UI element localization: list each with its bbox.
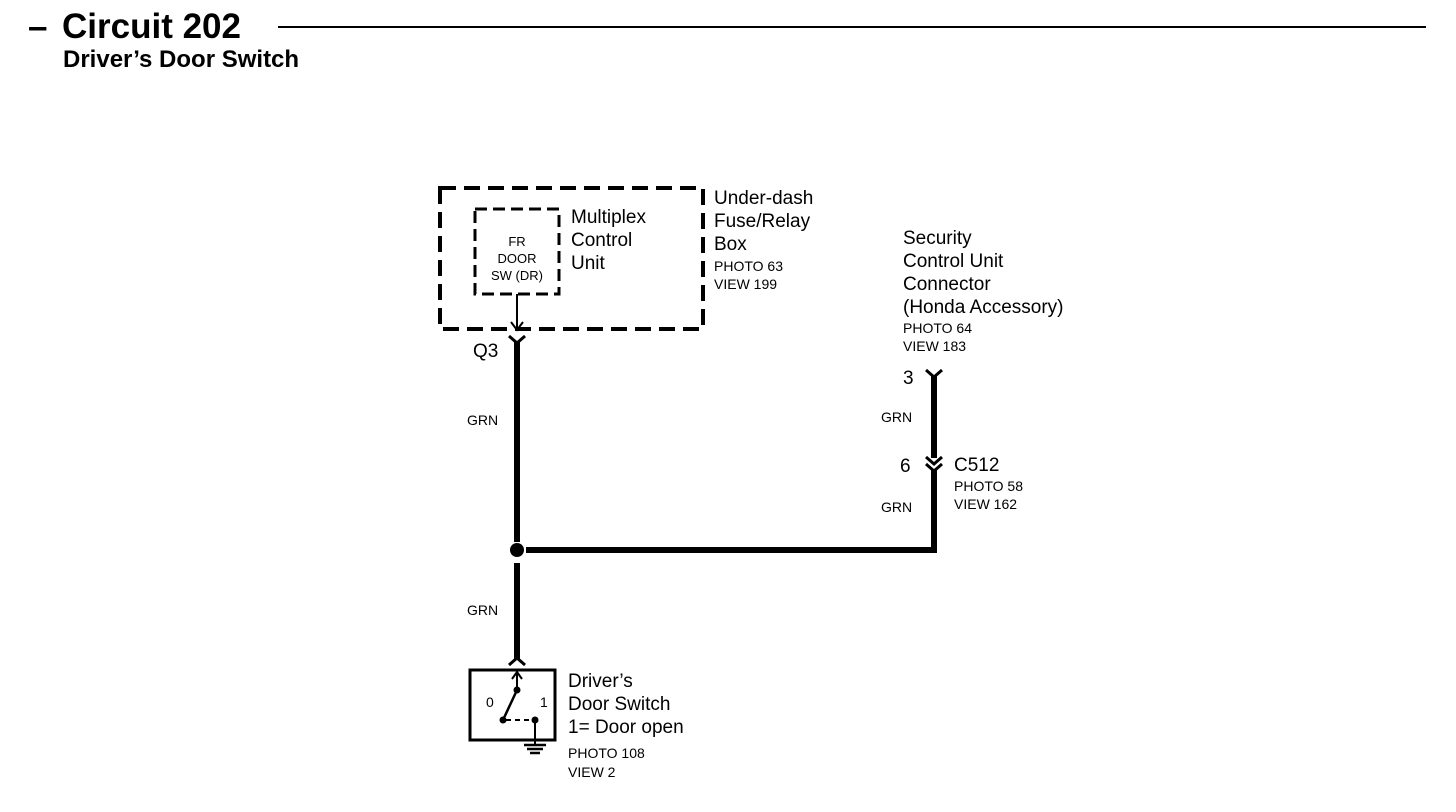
multiplex-name-3: Unit [571,253,606,274]
door-switch-name-3: 1= Door open [568,717,684,738]
c512-view: VIEW 162 [954,496,1017,512]
switch-contact-0 [499,716,507,724]
security-photo: PHOTO 64 [903,320,972,336]
inner-label-3: SW (DR) [491,268,543,283]
switch-position-0: 0 [486,694,494,710]
door-switch-box [468,668,557,742]
wire-grn-top-label: GRN [467,412,498,428]
security-name-2: Control Unit [903,251,1004,272]
internal-arrow-icon [510,321,524,332]
page-subtitle: Driver’s Door Switch [63,46,299,73]
wire-grn-security-label: GRN [881,409,912,425]
security-name-3: Connector [903,274,991,295]
switch-contact-1 [531,716,539,724]
door-switch-name-2: Door Switch [568,694,670,715]
security-view: VIEW 183 [903,338,966,354]
fuse-relay-box [438,186,705,331]
c512-pin-label: 6 [900,456,911,477]
door-switch-name-1: Driver’s [568,671,633,692]
security-name-4: (Honda Accessory) [903,297,1064,318]
multiplex-name-2: Control [571,230,632,251]
wire-grn-bottom-label: GRN [467,602,498,618]
q3-pin-label: Q3 [473,341,498,362]
c512-connector-top-icon [925,455,943,466]
switch-arrow-icon [511,670,523,680]
fuse-box-name-1: Under-dash [714,188,813,209]
door-switch-connector-icon [508,656,526,667]
security-name-1: Security [903,228,972,249]
splice-dot [510,543,524,557]
c512-photo: PHOTO 58 [954,478,1023,494]
multiplex-control-unit [473,207,561,296]
inner-label-1: FR [508,234,525,249]
c512-name: C512 [954,455,999,476]
wire-grn-c512-label: GRN [881,499,912,515]
fuse-box-name-2: Fuse/Relay [714,211,811,232]
inner-label-2: DOOR [498,251,537,266]
fuse-box-photo: PHOTO 63 [714,258,783,274]
door-switch-photo: PHOTO 108 [568,745,645,761]
door-switch-view: VIEW 2 [568,764,616,780]
switch-position-1: 1 [540,694,548,710]
switch-blade [501,689,519,721]
page-title: Circuit 202 [62,7,241,46]
multiplex-name-1: Multiplex [571,207,646,228]
title-dash: – [28,7,47,46]
security-pin-label: 3 [903,368,914,389]
ground-icon [524,743,546,755]
fuse-box-name-3: Box [714,234,747,255]
fuse-box-view: VIEW 199 [714,276,777,292]
